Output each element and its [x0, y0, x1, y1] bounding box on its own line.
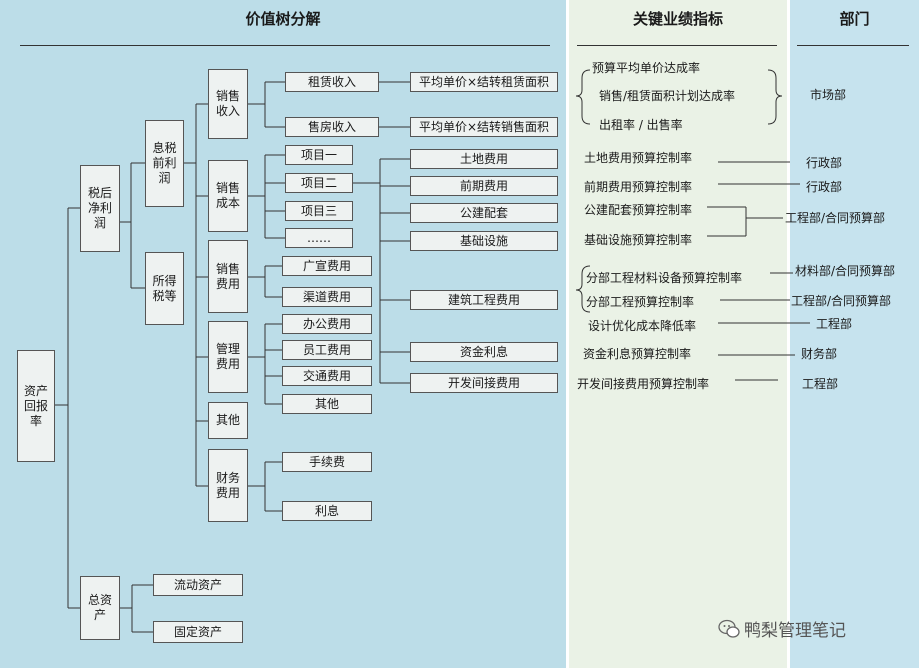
- kpi-capital-interest: 资金利息预算控制率: [583, 347, 692, 361]
- dept-eng-1: 工程部: [816, 317, 853, 331]
- kpi-avg-price: 预算平均单价达成率: [592, 61, 701, 75]
- node-capital-interest: 资金利息: [410, 342, 558, 362]
- value-tree-panel: [0, 0, 566, 668]
- node-finance-expense: 财务费用: [208, 449, 248, 522]
- kpi-panel: [569, 0, 787, 668]
- node-mgmt-other: 其他: [282, 394, 372, 414]
- wechat-icon: [718, 619, 740, 638]
- kpi-early-fee: 前期费用预算控制率: [584, 180, 693, 194]
- node-ebit: 息税前利润: [145, 120, 184, 207]
- kpi-rent-sale-rate: 出租率 / 出售率: [599, 118, 683, 132]
- node-sales-expense: 销售费用: [208, 240, 248, 313]
- kpi-header: 关键业绩指标: [632, 10, 723, 28]
- dept-eng-2: 工程部: [802, 377, 839, 391]
- node-mgmt-expense: 管理费用: [208, 321, 248, 393]
- dept-material-contract: 材料部/合同预算部: [795, 264, 896, 278]
- node-net-profit: 税后净利润: [80, 165, 120, 252]
- node-interest: 利息: [282, 501, 372, 521]
- kpi-material: 分部工程材料设备预算控制率: [586, 271, 743, 285]
- kpi-header-rule: [577, 45, 777, 46]
- node-ad-fee: 广宣费用: [282, 256, 372, 276]
- node-project-1: 项目一: [285, 145, 353, 165]
- dept-panel: [790, 0, 919, 668]
- node-asset-return: 资产回报率: [17, 350, 55, 462]
- dept-marketing: 市场部: [810, 88, 847, 102]
- node-sales-revenue: 销售收入: [208, 69, 248, 139]
- node-indirect-fee: 开发间接费用: [410, 373, 558, 393]
- node-early-fee: 前期费用: [410, 176, 558, 196]
- dept-eng-contract-1: 工程部/合同预算部: [785, 211, 886, 225]
- dept-finance: 财务部: [801, 347, 838, 361]
- node-traffic-fee: 交通费用: [282, 366, 372, 386]
- watermark: 鸭梨管理笔记: [718, 616, 846, 641]
- node-house-income: 售房收入: [285, 117, 379, 137]
- kpi-infrastructure: 基础设施预算控制率: [584, 233, 693, 247]
- node-project-3: 项目三: [285, 201, 353, 221]
- kpi-indirect: 开发间接费用预算控制率: [577, 377, 710, 391]
- kpi-public-facility: 公建配套预算控制率: [584, 203, 693, 217]
- dept-header-rule: [797, 45, 909, 46]
- dept-eng-contract-2: 工程部/合同预算部: [791, 294, 892, 308]
- tree-header: 价值树分解: [245, 10, 321, 28]
- kpi-land-fee: 土地费用预算控制率: [584, 151, 693, 165]
- node-current-assets: 流动资产: [153, 574, 243, 596]
- node-fixed-assets: 固定资产: [153, 621, 243, 643]
- kpi-area-plan: 销售/租赁面积计划达成率: [599, 89, 736, 103]
- kpi-subproject: 分部工程预算控制率: [586, 295, 695, 309]
- dept-admin-1: 行政部: [806, 156, 843, 170]
- node-income-tax: 所得税等: [145, 252, 184, 325]
- node-land-fee: 土地费用: [410, 149, 558, 169]
- node-construction-fee: 建筑工程费用: [410, 290, 558, 310]
- node-staff-fee: 员工费用: [282, 340, 372, 360]
- kpi-design-opt: 设计优化成本降低率: [588, 319, 697, 333]
- watermark-text: 鸭梨管理笔记: [744, 621, 846, 641]
- node-public-facility: 公建配套: [410, 203, 558, 223]
- tree-header-rule: [20, 45, 550, 46]
- node-handling-fee: 手续费: [282, 452, 372, 472]
- node-sales-cost: 销售成本: [208, 160, 248, 232]
- node-rent-income: 租赁收入: [285, 72, 379, 92]
- node-project-2: 项目二: [285, 173, 353, 193]
- node-other: 其他: [208, 402, 248, 439]
- node-total-assets: 总资产: [80, 576, 120, 640]
- dept-admin-2: 行政部: [806, 180, 843, 194]
- dept-header: 部门: [839, 10, 870, 28]
- node-infrastructure: 基础设施: [410, 231, 558, 251]
- node-office-fee: 办公费用: [282, 314, 372, 334]
- node-rent-formula: 平均单价×结转租赁面积: [410, 72, 558, 92]
- node-sale-formula: 平均单价×结转销售面积: [410, 117, 558, 137]
- node-channel-fee: 渠道费用: [282, 287, 372, 307]
- node-project-more: ……: [285, 228, 353, 248]
